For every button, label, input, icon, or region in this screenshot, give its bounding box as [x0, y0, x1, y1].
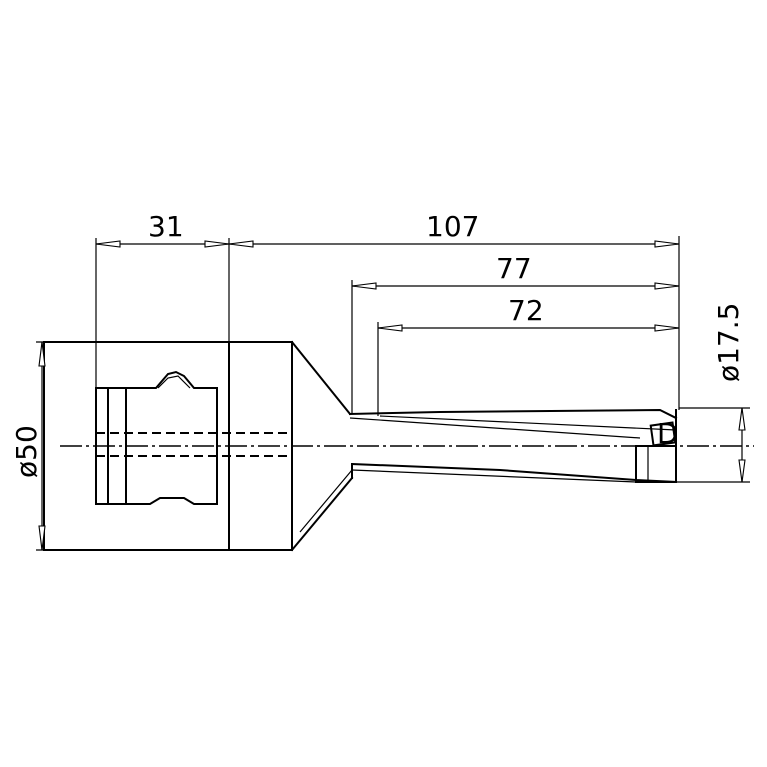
dim-label-d17-5: ø17.5 [712, 303, 745, 382]
dim-label-107: 107 [426, 210, 479, 243]
dim-label-d50: ø50 [10, 425, 43, 478]
dim-label-77: 77 [496, 252, 532, 285]
dimension-107 [228, 236, 680, 410]
dimension-d50 [36, 341, 90, 551]
dimension-72 [377, 322, 680, 416]
insert-mark: D [657, 417, 679, 450]
dim-label-72: 72 [508, 294, 544, 327]
dim-label-31: 31 [148, 210, 184, 243]
dimension-31 [95, 238, 230, 388]
dimension-d17-5 [676, 407, 750, 483]
dimension-77 [351, 280, 680, 414]
